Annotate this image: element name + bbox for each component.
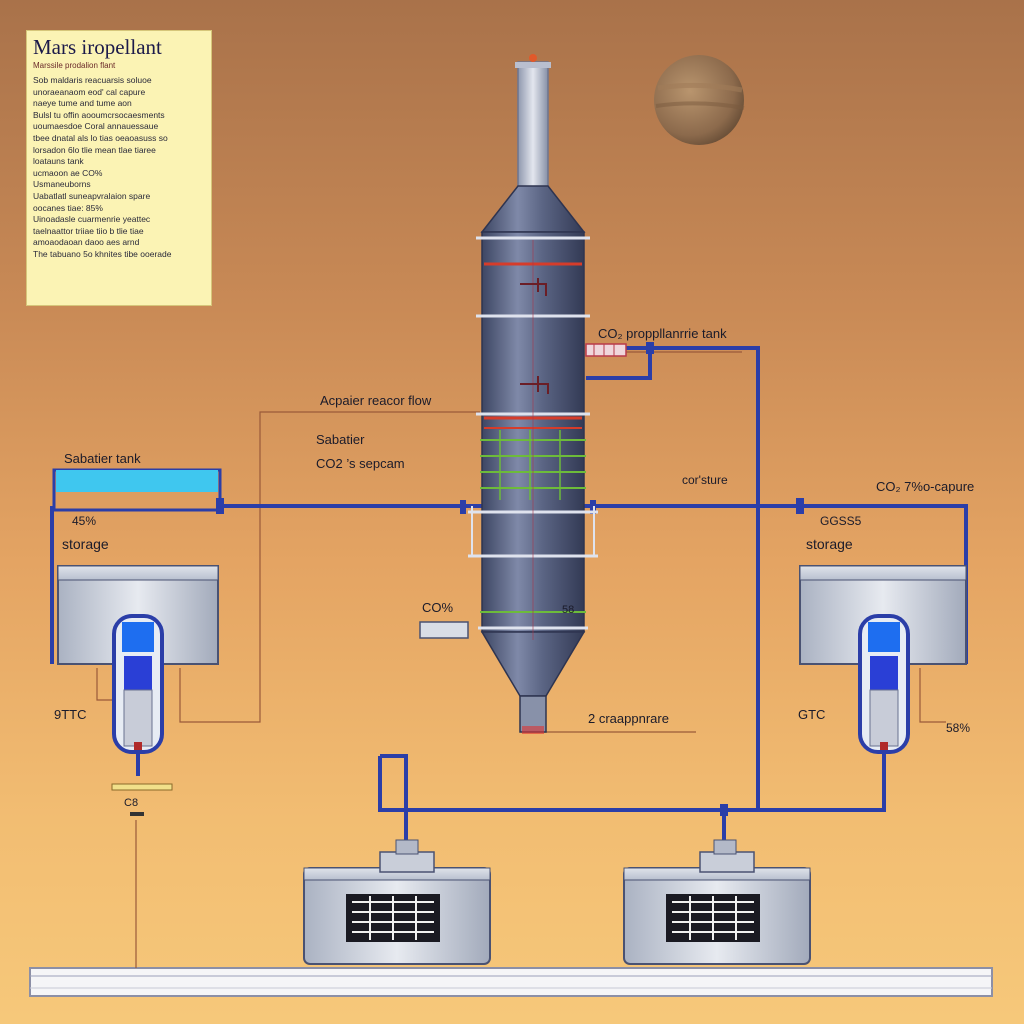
propellant-valve <box>585 343 627 357</box>
panel-line: Uabatlatl suneapvralaion spare <box>33 190 151 201</box>
panel-line: Usmaneuborns <box>33 179 91 190</box>
co2-capture-label: CO₂ 7%o-capure <box>876 479 975 494</box>
panel-line: ucmaoon ae CO% <box>33 167 103 178</box>
instrument-wires <box>96 351 946 968</box>
right-storage-label: storage <box>806 536 853 552</box>
right-storage-tank <box>799 565 967 754</box>
panel-line: loatauns tank <box>33 156 84 167</box>
sensor-label: C8 <box>124 797 139 809</box>
left-temp-label: 9TTC <box>54 707 87 722</box>
left-percent-label: 45% <box>72 514 97 528</box>
panel-line: taelnaattor triiae tiio b tlie tiae <box>33 225 144 236</box>
costore-label: cor'sture <box>682 473 728 487</box>
left-storage-label: storage <box>62 536 109 552</box>
panel-line: Uinoadasle cuarmenrie yeattec <box>33 214 151 225</box>
left-storage-tank <box>52 468 222 754</box>
sensor-probe <box>111 783 173 816</box>
co-inlet <box>419 621 469 639</box>
reactor-flow-label: Acpaier reacor flow <box>320 393 432 408</box>
planet-icon <box>654 55 745 145</box>
panel-line: oocanes tiae: 85% <box>33 202 103 213</box>
panel-line: tbee dnatal als lo tias oeaoasuss so <box>33 132 168 143</box>
panel-title: Mars iropellant <box>33 35 162 59</box>
compressor-left <box>303 839 491 965</box>
propellant-tank-label: CO₂ proppllanrrie tank <box>598 326 727 341</box>
right-percent-label: 58% <box>946 721 971 735</box>
compressor-right <box>623 839 811 965</box>
evaporator-label: 2 craappnrare <box>588 711 669 726</box>
co-percent-label: CO% <box>422 600 454 615</box>
catalyst-bed <box>480 240 586 640</box>
panel-line: uoumaesdoe Coral annauessaue <box>33 121 159 132</box>
panel-line: Sob maldaris reacuarsis soluoe <box>33 75 152 85</box>
panel-line: lorsadon 6lo tlie mean tlae tiaree <box>33 144 156 155</box>
sabatier-label: Sabatier <box>316 432 365 447</box>
panel-line: unoraeanaom eod' cal capure <box>33 86 146 97</box>
panel-line: naeye tume and tume aon <box>33 98 132 109</box>
panel-line: The tabuano 5o khnites tibe ooerade <box>33 248 172 259</box>
reactor-struts <box>471 506 595 556</box>
right-code-label: GGSS5 <box>820 514 862 528</box>
panel-line: Bulsl tu offin aooumcrsocaesments <box>33 109 165 120</box>
right-temp-label: GTC <box>798 707 826 722</box>
ground-rail <box>29 967 993 997</box>
reactor-tag-label: 58 <box>562 604 575 616</box>
panel-line: amoaodaoan daoo aes arnd <box>33 237 140 248</box>
sabatier-tank-label: Sabatier tank <box>64 451 141 466</box>
info-panel: Mars iropellant Marssile prodalion flant… <box>26 30 212 306</box>
panel-subtitle: Marssile prodalion flant <box>33 61 116 70</box>
reactor-valves <box>520 278 549 394</box>
co2-separator-label: CO2 ’s sepcam <box>316 456 405 471</box>
